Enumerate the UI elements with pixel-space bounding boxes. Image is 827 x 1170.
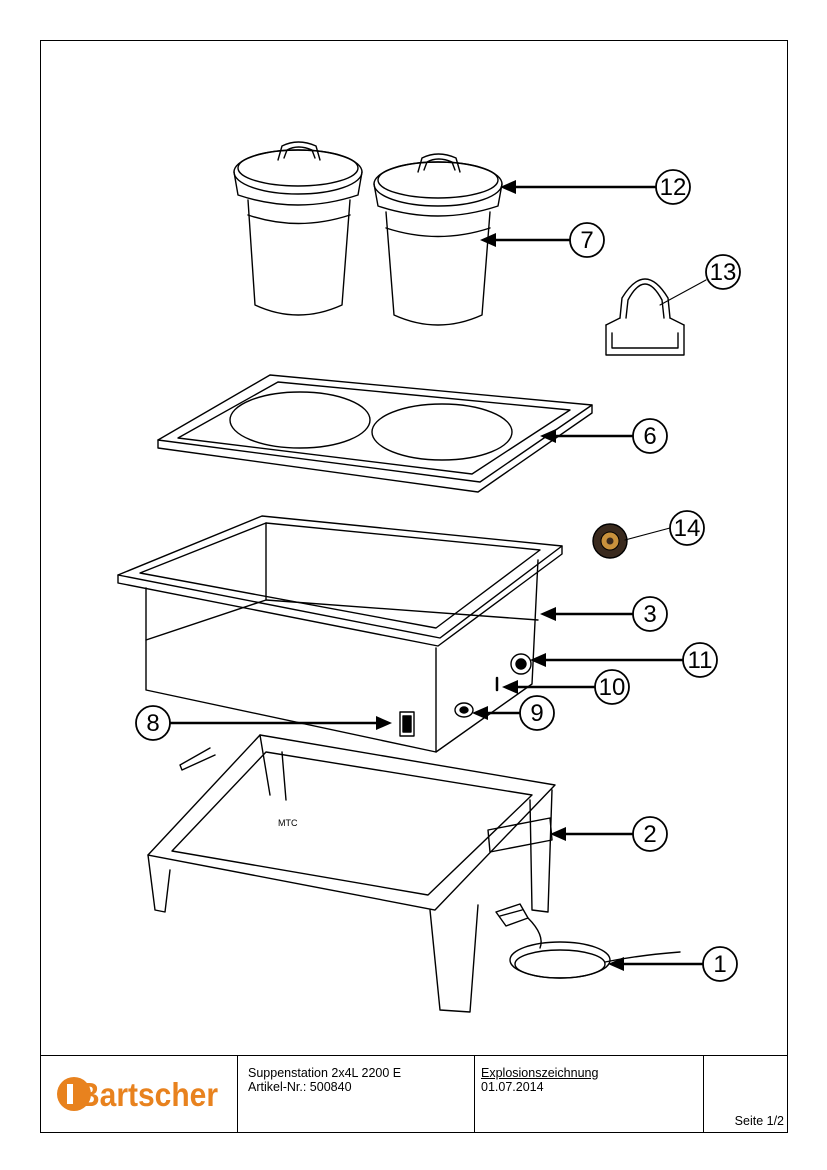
callout-7: 7 bbox=[580, 227, 593, 254]
callout-10: 10 bbox=[599, 674, 626, 701]
ladle-holder bbox=[605, 278, 685, 356]
bartscher-logo: Bartscher bbox=[57, 1076, 218, 1113]
drawing-type: Explosionszeichnung bbox=[481, 1066, 599, 1080]
callout-13: 13 bbox=[710, 259, 737, 286]
article-number: Artikel-Nr.: 500840 bbox=[248, 1080, 352, 1094]
callout-6: 6 bbox=[643, 423, 656, 450]
water-basin bbox=[117, 515, 563, 753]
callout-leaders bbox=[168, 180, 705, 971]
soup-container-right bbox=[373, 153, 503, 326]
title-block: Bartscher Suppenstation 2x4L 2200 E Arti… bbox=[40, 1055, 788, 1133]
callout-labels: 12 7 13 6 14 3 11 10 9 8 2 1 bbox=[146, 174, 736, 978]
callout-thin-leaders bbox=[624, 279, 707, 541]
callout-9: 9 bbox=[530, 700, 543, 727]
callout-2: 2 bbox=[643, 821, 656, 848]
callout-circles bbox=[135, 169, 741, 982]
callout-1: 1 bbox=[713, 951, 726, 978]
power-cord bbox=[495, 903, 681, 979]
brand-name: Bartscher bbox=[78, 1076, 218, 1113]
knob-replacement bbox=[592, 523, 628, 559]
insert-lid-plate bbox=[157, 374, 593, 493]
page-cell: Seite 1/2 bbox=[704, 1056, 787, 1132]
callout-11: 11 bbox=[688, 647, 713, 674]
svg-text:MTC: MTC bbox=[278, 818, 298, 828]
page-number: Seite 1/2 bbox=[734, 1114, 784, 1128]
soup-container-left bbox=[233, 141, 363, 316]
product-info-cell: Suppenstation 2x4L 2200 E Artikel-Nr.: 5… bbox=[238, 1056, 475, 1132]
exploded-view-drawing: MTC bbox=[117, 141, 741, 1013]
drawing-date: 01.07.2014 bbox=[481, 1080, 544, 1094]
drawing-info-cell: Explosionszeichnung 01.07.2014 bbox=[475, 1056, 704, 1132]
callout-8: 8 bbox=[146, 710, 159, 737]
callout-14: 14 bbox=[674, 515, 701, 542]
frame-stand: MTC bbox=[147, 734, 556, 1013]
product-name: Suppenstation 2x4L 2200 E bbox=[248, 1066, 402, 1080]
callout-12: 12 bbox=[660, 174, 687, 201]
brand-logo-cell: Bartscher bbox=[41, 1056, 238, 1132]
callout-3: 3 bbox=[643, 601, 656, 628]
